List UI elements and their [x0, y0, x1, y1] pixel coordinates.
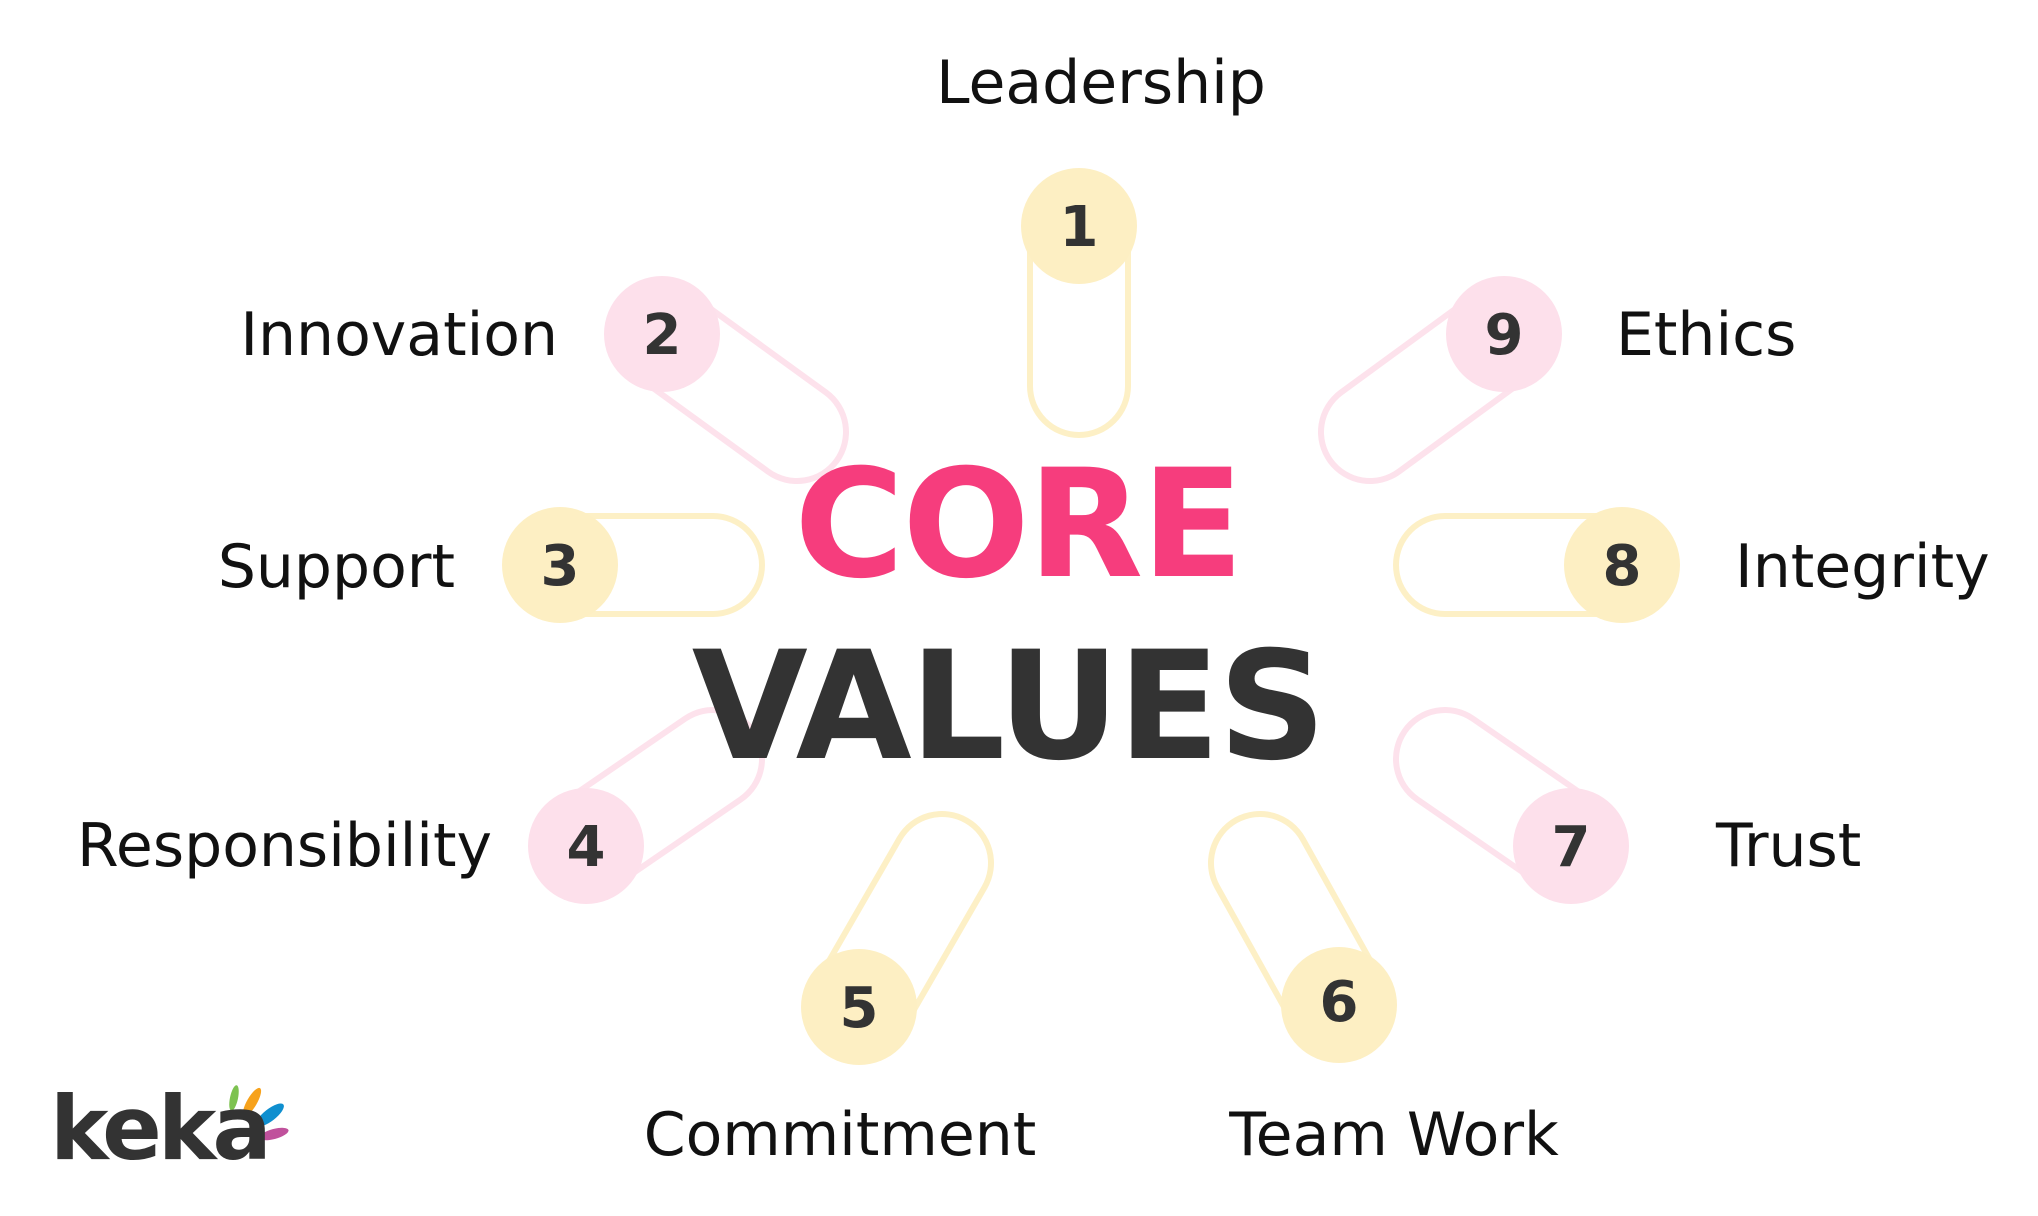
number-circle-4	[528, 788, 644, 904]
number-6: 6	[1320, 970, 1359, 1035]
title-values: VALUES	[691, 620, 1327, 794]
label-support: Support	[218, 532, 455, 602]
number-circle-5	[801, 949, 917, 1065]
number-circle-1	[1021, 168, 1137, 284]
number-4: 4	[567, 815, 606, 880]
number-9: 9	[1485, 303, 1524, 368]
number-circle-9	[1446, 276, 1562, 392]
logo-rays-icon	[229, 1085, 289, 1141]
label-innovation: Innovation	[240, 300, 558, 370]
label-trust: Trust	[1715, 811, 1861, 881]
number-1: 1	[1060, 195, 1099, 260]
label-leadership: Leadership	[936, 48, 1266, 118]
number-circle-7	[1513, 788, 1629, 904]
label-responsibility: Responsibility	[77, 811, 492, 881]
number-circle-2	[604, 276, 720, 392]
number-3: 3	[541, 534, 580, 599]
number-5: 5	[840, 976, 879, 1041]
label-commitment: Commitment	[644, 1100, 1037, 1170]
number-circle-6	[1281, 947, 1397, 1063]
number-circle-8	[1564, 507, 1680, 623]
title-core: CORE	[794, 438, 1244, 612]
number-2: 2	[643, 303, 682, 368]
number-circle-3	[502, 507, 618, 623]
number-7: 7	[1552, 815, 1591, 880]
keka-logo: keka	[50, 1077, 272, 1180]
label-integrity: Integrity	[1735, 532, 1990, 602]
label-team-work: Team Work	[1228, 1100, 1559, 1170]
number-8: 8	[1603, 534, 1642, 599]
label-ethics: Ethics	[1616, 300, 1796, 370]
